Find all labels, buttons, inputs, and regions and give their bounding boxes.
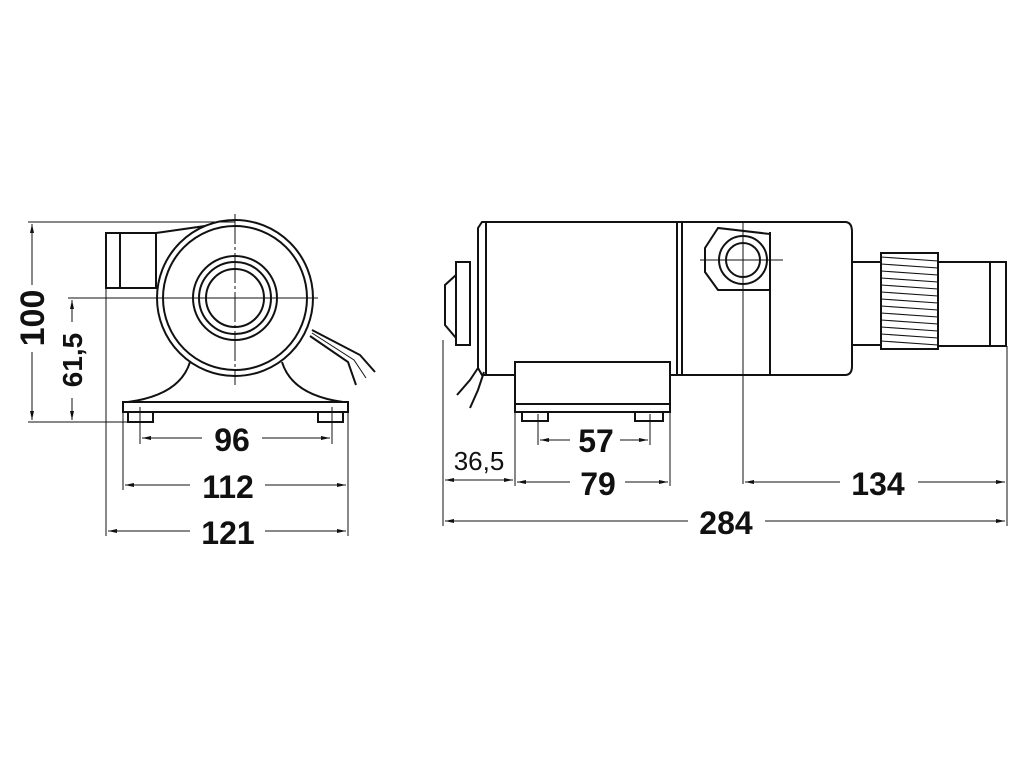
dimension-284: 284 xyxy=(445,505,1005,541)
power-wires-side xyxy=(456,367,485,409)
center-lines xyxy=(68,214,318,385)
dimension-57: 57 xyxy=(540,423,648,459)
power-wires xyxy=(309,329,376,386)
dimension-112: 112 xyxy=(125,469,346,505)
outlet-fitting xyxy=(851,252,1007,350)
dimension-134: 134 xyxy=(745,466,1005,502)
front-view: 100 61,5 96 112 121 xyxy=(14,214,376,551)
dim-overall-length-label: 284 xyxy=(699,505,753,541)
dim-foot-spacing-label: 96 xyxy=(214,422,250,458)
dimension-79: 79 xyxy=(517,466,668,502)
dim-mount-length-label: 79 xyxy=(580,466,616,502)
dim-mount-spacing-label: 57 xyxy=(578,423,614,459)
dimension-121: 121 xyxy=(108,515,346,551)
side-view: 57 36,5 79 134 284 xyxy=(442,221,1008,541)
base-plate xyxy=(122,401,349,423)
extension-lines-side xyxy=(442,222,1008,526)
extension-lines xyxy=(28,221,349,536)
motor-body xyxy=(477,221,853,376)
dimension-61-5: 61,5 xyxy=(57,300,88,420)
inlet-tube xyxy=(105,225,206,289)
mounting-bracket xyxy=(514,361,671,422)
dim-overall-width-label: 121 xyxy=(201,515,254,551)
motor-end-cap xyxy=(444,261,471,346)
dim-base-width-label: 112 xyxy=(202,469,254,505)
dim-axis-height-label: 61,5 xyxy=(57,333,88,388)
dimension-36-5: 36,5 xyxy=(445,446,513,482)
dimension-96: 96 xyxy=(142,422,330,458)
dimension-100: 100 xyxy=(14,224,52,420)
dim-front-offset-label: 36,5 xyxy=(454,446,505,476)
thread xyxy=(880,256,939,346)
pump-supports xyxy=(127,361,344,403)
dim-port-to-end-label: 134 xyxy=(851,466,905,502)
dim-height-label: 100 xyxy=(14,290,52,347)
